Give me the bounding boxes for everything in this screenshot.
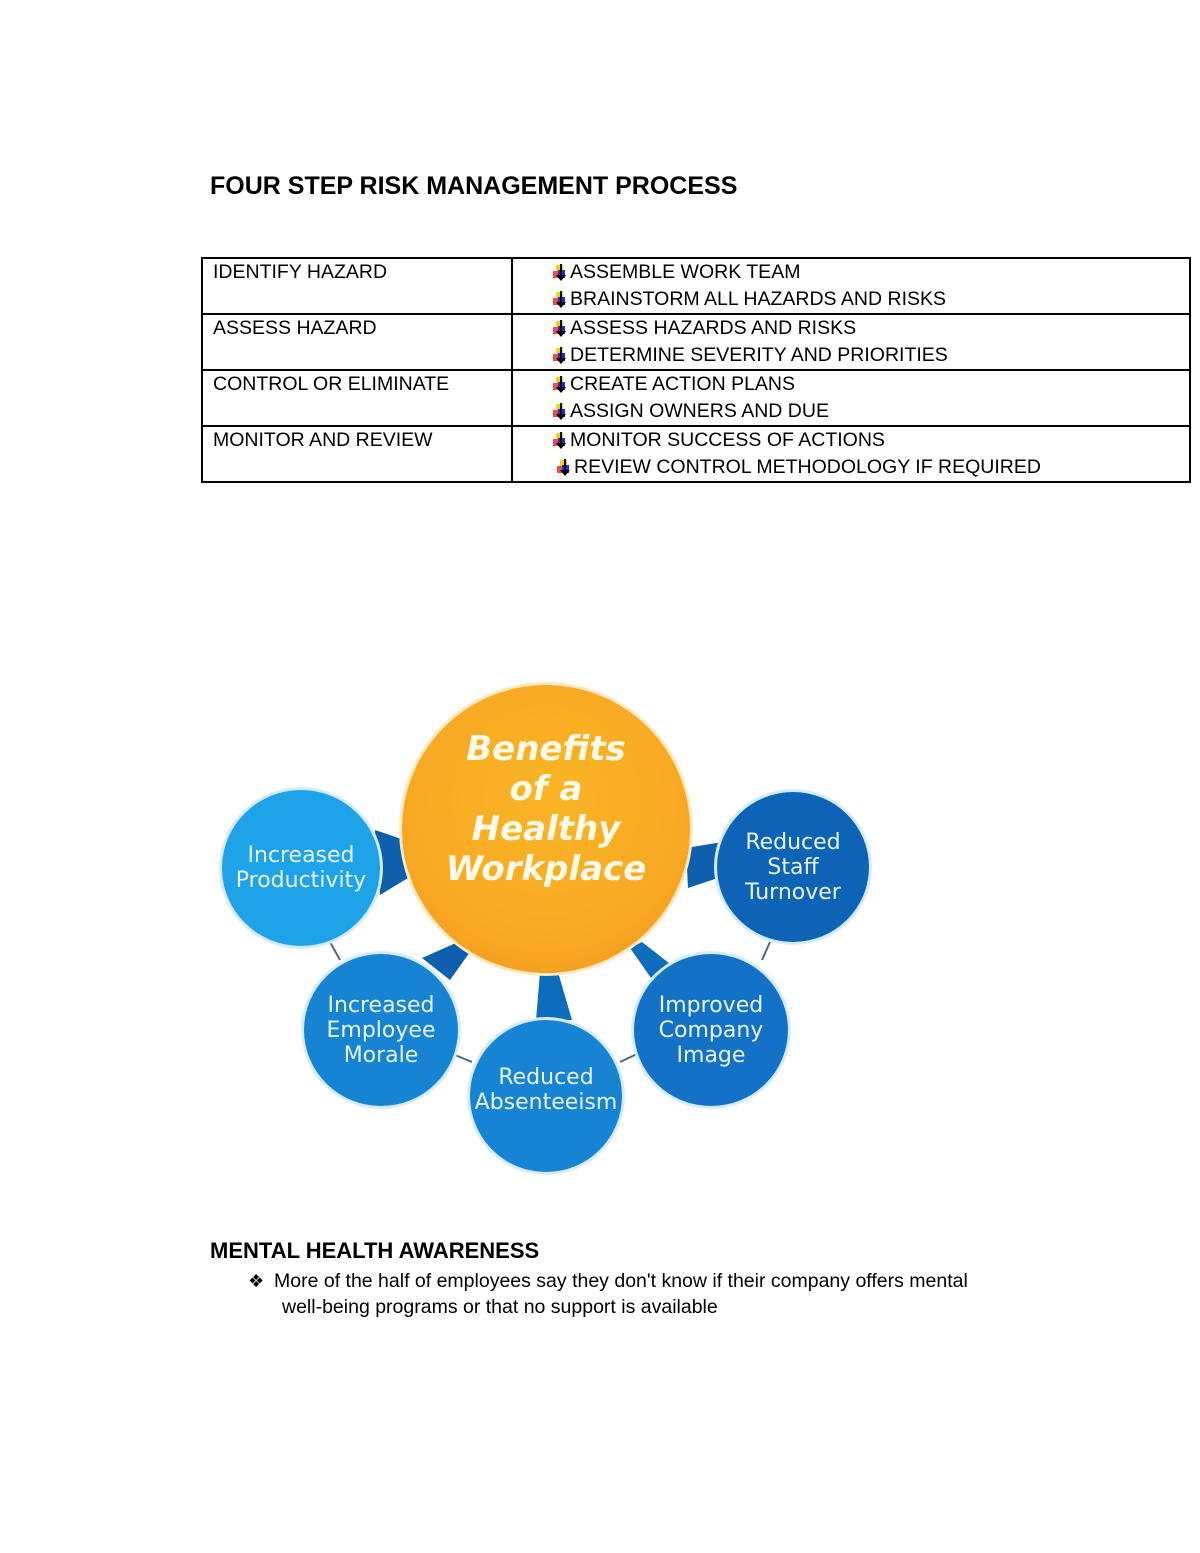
bullet-text: More of the half of employees say they d… <box>274 1270 968 1318</box>
down-arrow-bullet-icon <box>553 263 567 282</box>
action-text: ASSESS HAZARDS AND RISKS <box>570 317 857 339</box>
page-title: FOUR STEP RISK MANAGEMENT PROCESS <box>210 172 738 200</box>
action-text: CREATE ACTION PLANS <box>570 373 796 395</box>
action-item: ASSESS HAZARDS AND RISKS <box>553 315 1189 342</box>
actions-cell: CREATE ACTION PLANS ASSIGN OWNERS AND DU… <box>511 369 1191 427</box>
actions-cell: MONITOR SUCCESS OF ACTIONS REVIEW CONTRO… <box>511 425 1191 483</box>
action-item: MONITOR SUCCESS OF ACTIONS <box>553 427 1189 454</box>
mental-health-heading: MENTAL HEALTH AWARENESS <box>210 1238 540 1263</box>
actions-cell: ASSEMBLE WORK TEAM BRAINSTORM ALL HAZARD… <box>511 257 1191 315</box>
action-item: ASSEMBLE WORK TEAM <box>553 259 1189 286</box>
action-text: ASSIGN OWNERS AND DUE <box>570 400 829 422</box>
action-item: REVIEW CONTROL METHODOLOGY IF REQUIRED <box>553 454 1189 481</box>
down-arrow-bullet-icon <box>553 402 567 421</box>
down-arrow-bullet-icon <box>553 346 567 365</box>
step-cell: MONITOR AND REVIEW <box>201 425 513 483</box>
actions-cell: ASSESS HAZARDS AND RISKS DETERMINE SEVER… <box>511 313 1191 371</box>
list-item: ❖ More of the half of employees say they… <box>248 1268 1078 1320</box>
down-arrow-bullet-icon <box>557 458 571 477</box>
benefit-reduced-staff-turnover: Reduced Staff Turnover <box>717 792 869 942</box>
benefits-center-circle: Benefits of a Healthy Workplace <box>402 685 690 973</box>
action-item: DETERMINE SEVERITY AND PRIORITIES <box>553 342 1189 369</box>
down-arrow-bullet-icon <box>553 290 567 309</box>
benefit-improved-company-image: Improved Company Image <box>634 954 788 1106</box>
step-cell: IDENTIFY HAZARD <box>201 257 513 315</box>
table-row: MONITOR AND REVIEW MONITOR SUCCESS OF AC… <box>201 425 1191 483</box>
step-cell: CONTROL OR ELIMINATE <box>201 369 513 427</box>
action-text: DETERMINE SEVERITY AND PRIORITIES <box>570 344 948 366</box>
table-row: CONTROL OR ELIMINATE CREATE ACTION PLANS… <box>201 369 1191 427</box>
benefit-increased-productivity: Increased Productivity <box>222 790 380 946</box>
table-row: IDENTIFY HAZARD ASSEMBLE WORK TEAM BRAIN… <box>201 257 1191 315</box>
diamond-bullet-icon: ❖ <box>248 1271 265 1291</box>
action-text: MONITOR SUCCESS OF ACTIONS <box>570 429 885 451</box>
benefit-increased-employee-morale: Increased Employee Morale <box>304 954 458 1106</box>
action-text: ASSEMBLE WORK TEAM <box>570 261 801 283</box>
step-cell: ASSESS HAZARD <box>201 313 513 371</box>
table-row: ASSESS HAZARD ASSESS HAZARDS AND RISKS D… <box>201 313 1191 371</box>
action-text: BRAINSTORM ALL HAZARDS AND RISKS <box>570 288 947 310</box>
action-item: ASSIGN OWNERS AND DUE <box>553 398 1189 425</box>
down-arrow-bullet-icon <box>553 431 567 450</box>
down-arrow-bullet-icon <box>553 375 567 394</box>
risk-management-table: IDENTIFY HAZARD ASSEMBLE WORK TEAM BRAIN… <box>201 257 1191 483</box>
benefits-diagram: Increased Productivity Benefits of a Hea… <box>210 680 890 1180</box>
action-item: BRAINSTORM ALL HAZARDS AND RISKS <box>553 286 1189 313</box>
action-text: REVIEW CONTROL METHODOLOGY IF REQUIRED <box>574 456 1041 478</box>
down-arrow-bullet-icon <box>553 319 567 338</box>
action-item: CREATE ACTION PLANS <box>553 371 1189 398</box>
benefit-reduced-absenteeism: Reduced Absenteeism <box>470 1020 622 1172</box>
